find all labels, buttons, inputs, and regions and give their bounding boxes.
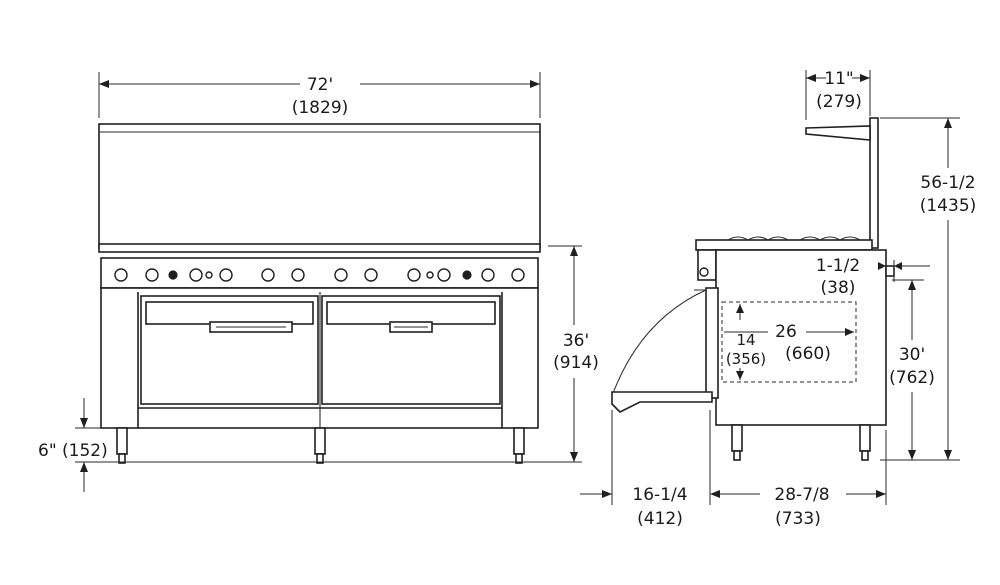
width-imperial-label: 72' [307,75,333,95]
oven-height-imperial-label: 14 [736,331,755,349]
door-height-imperial-label: 30' [899,345,925,365]
door-swing-metric-label: (412) [637,509,683,529]
body-depth-metric-label: (733) [775,509,821,529]
front-view: 72' (1829) 36' (914) 6" (152) [38,72,599,492]
body-depth-imperial-label: 28-7/8 [774,485,829,505]
flue-offset-imperial-label: 1-1/2 [816,256,860,276]
front-legs [116,427,525,464]
overall-height-imperial-label: 56-1/2 [920,173,975,193]
shelf-depth-imperial-label: 11" [824,69,853,89]
left-oven-door [140,295,319,405]
front-cooktop-strip [98,243,541,253]
flue-offset-metric-label: (38) [821,278,856,298]
front-control-panel [100,257,539,289]
side-grates [695,236,873,251]
shelf-depth-metric-label: (279) [816,92,862,112]
door-swing-imperial-label: 16-1/4 [632,485,687,505]
front-backsplash [98,123,541,249]
work-height-metric-label: (914) [553,353,599,373]
door-height-metric-label: (762) [889,368,935,388]
leg-height-label-imperial: 6" [38,441,57,461]
door-swing-arc [611,289,707,397]
width-metric-label: (1829) [292,98,349,118]
overall-height-metric-label: (1435) [920,196,977,216]
leg-height-label-metric: (152) [62,441,108,461]
work-height-imperial-label: 36' [563,331,589,351]
oven-depth-imperial-label: 26 [775,322,797,342]
side-range-body [715,249,887,426]
oven-cavity [721,301,857,383]
oven-depth-metric-label: (660) [785,344,831,364]
control-knobs [114,268,525,282]
side-view: 11" (279) 56-1/2 (1435) 1-1/2 (38) 30' (… [580,69,976,529]
open-door [611,391,713,413]
side-back-riser [869,117,879,249]
oven-height-metric-label: (356) [726,350,766,368]
right-oven-door [321,295,501,405]
